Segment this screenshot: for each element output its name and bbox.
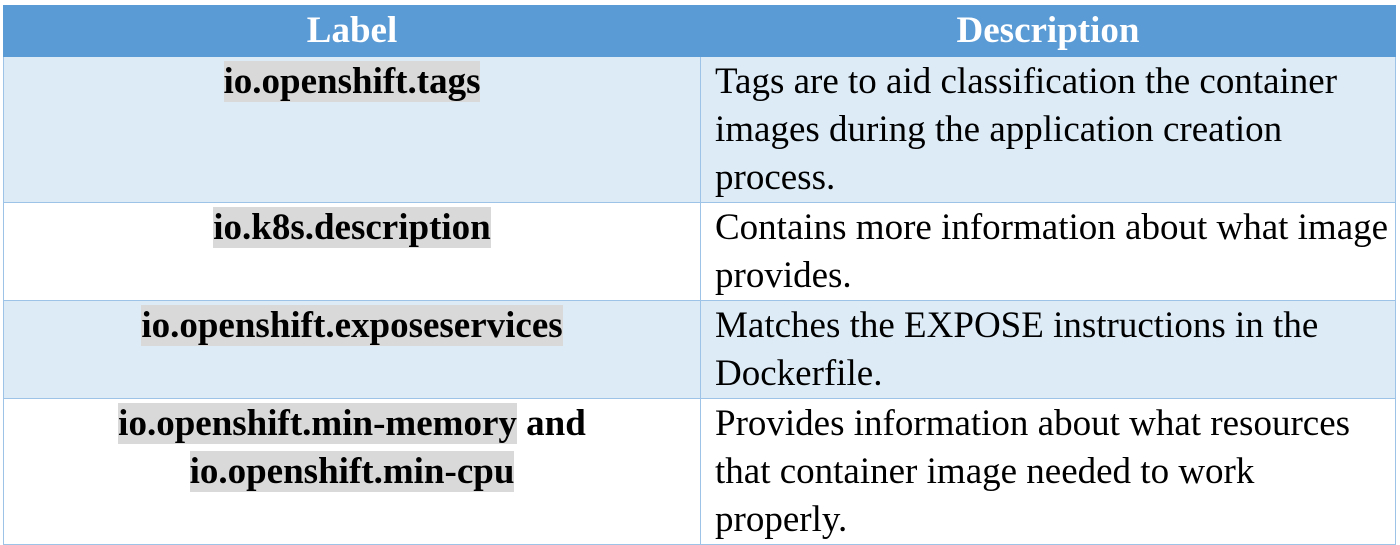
label-conjunction: and (516, 403, 586, 444)
label-code: io.openshift.tags (223, 61, 481, 102)
description-cell: Contains more information about what ima… (700, 202, 1396, 301)
table-row: io.k8s.description Contains more informa… (3, 202, 1396, 301)
labels-table: Label Description io.openshift.tags Tags… (3, 5, 1396, 545)
label-cell: io.k8s.description (3, 202, 701, 301)
table-row: io.openshift.min-memory and io.openshift… (3, 398, 1396, 545)
table-row: io.openshift.tags Tags are to aid classi… (3, 56, 1396, 203)
label-cell: io.openshift.tags (3, 56, 701, 203)
label-cell: io.openshift.min-memory and io.openshift… (3, 398, 701, 545)
label-code: io.openshift.exposeservices (141, 305, 563, 346)
table-row: io.openshift.exposeservices Matches the … (3, 300, 1396, 399)
description-cell: Matches the EXPOSE instructions in the D… (700, 300, 1396, 399)
label-code: io.k8s.description (213, 207, 491, 248)
header-description: Description (700, 5, 1396, 57)
header-row: Label Description (3, 5, 1396, 57)
header-label: Label (3, 5, 701, 57)
description-cell: Provides information about what resource… (700, 398, 1396, 545)
description-cell: Tags are to aid classification the conta… (700, 56, 1396, 203)
label-code: io.openshift.min-memory (118, 403, 517, 444)
label-code: io.openshift.min-cpu (189, 451, 515, 492)
label-cell: io.openshift.exposeservices (3, 300, 701, 399)
